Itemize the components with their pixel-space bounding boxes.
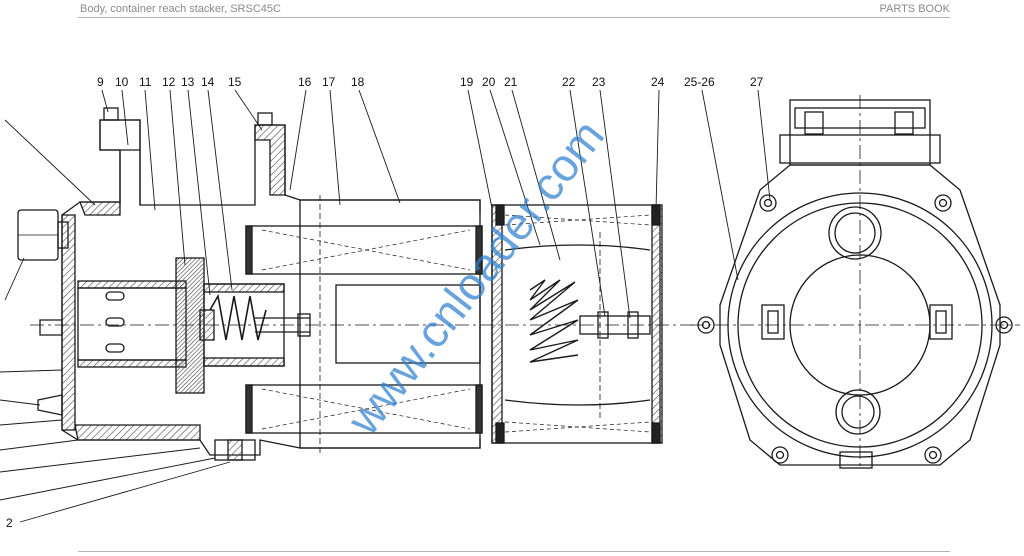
section-label: PARTS BOOK	[879, 3, 950, 15]
housing-wall-top	[79, 201, 121, 216]
callout-16: 16	[298, 75, 312, 89]
callout-10: 10	[115, 75, 129, 89]
callout-25-26: 25-26	[684, 75, 715, 89]
callout-23: 23	[592, 75, 606, 89]
flange-top-left	[99, 119, 141, 151]
center-tube	[335, 284, 481, 364]
callout-27: 27	[750, 75, 764, 89]
callout-11: 11	[139, 75, 152, 89]
header-rule	[78, 17, 950, 18]
leader-lines	[0, 89, 771, 523]
bolt-9	[103, 107, 119, 121]
footer-rule	[78, 551, 950, 552]
spring-left	[209, 293, 267, 341]
mounting-bolts	[697, 194, 1013, 464]
inner-cylinder	[77, 287, 187, 361]
side-section-view	[17, 107, 700, 461]
watermark: www.cnloader.com	[336, 110, 614, 445]
callout-15: 15	[228, 75, 242, 89]
end-outer-ring	[727, 192, 993, 458]
document-title: Body, container reach stacker, SRSC45C	[80, 3, 281, 15]
callout-9: 9	[97, 75, 104, 89]
callout-13: 13	[181, 75, 195, 89]
end-view	[690, 95, 1020, 470]
callout-14: 14	[201, 75, 215, 89]
callout-17: 17	[322, 75, 336, 89]
housing-wall-left	[61, 214, 76, 431]
callout-18: 18	[351, 75, 365, 89]
piston-disk	[175, 257, 205, 394]
page-header: Body, container reach stacker, SRSC45C P…	[0, 0, 1024, 20]
top-boss	[789, 99, 931, 166]
lower-port	[835, 389, 881, 435]
bolt-15	[257, 112, 273, 126]
callout-2: 2	[6, 516, 13, 530]
upper-port	[828, 206, 882, 260]
callout-19: 19	[460, 75, 474, 89]
housing-wall-bottom	[74, 424, 201, 441]
callout-12: 12	[162, 75, 176, 89]
callout-22: 22	[562, 75, 576, 89]
spring-right	[529, 279, 579, 363]
upper-filter	[245, 225, 483, 275]
callout-24: 24	[651, 75, 665, 89]
lower-nipple	[37, 394, 63, 416]
callout-21: 21	[504, 75, 518, 89]
callout-20: 20	[482, 75, 496, 89]
callout-labels: 9 10 11 12 13 14 15 16 17 18 19 20 21 22…	[6, 75, 764, 530]
flange-upper	[254, 124, 286, 196]
